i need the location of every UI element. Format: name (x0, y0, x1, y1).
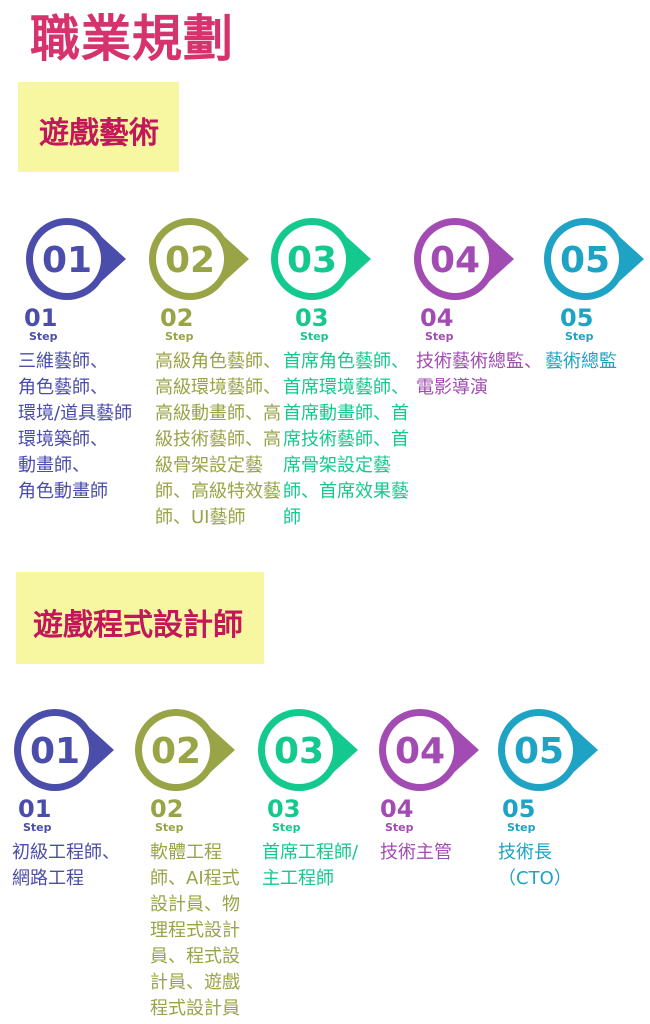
step-label: Step (565, 330, 594, 343)
badge-number: 04 (430, 240, 480, 281)
step-number-art-1: 01 (24, 304, 58, 332)
badge-number: 02 (165, 240, 215, 281)
step-description-programmer-5: 技術長 （CTO） (498, 842, 572, 889)
step-5-badge-icon: 05 (540, 214, 650, 304)
step-5-badge-icon: 05 (494, 705, 620, 795)
step-4-badge-icon: 04 (410, 214, 536, 304)
step-number-programmer-2: 02 (150, 795, 184, 823)
badge-number: 04 (395, 731, 445, 772)
section-banner-programmer: 遊戲程式設計師 (16, 572, 264, 664)
step-label: Step (272, 821, 301, 834)
step-number-art-2: 02 (160, 304, 194, 332)
step-4-badge-icon: 04 (375, 705, 501, 795)
section-banner-art: 遊戲藝術 (18, 82, 179, 172)
step-label: Step (300, 330, 329, 343)
step-number-programmer-4: 04 (380, 795, 414, 823)
step-number-art-3: 03 (295, 304, 329, 332)
step-description-programmer-1: 初級工程師、 網路工程 (12, 842, 120, 889)
step-number-programmer-5: 05 (502, 795, 536, 823)
step-2-badge-icon: 02 (145, 214, 271, 304)
step-description-programmer-3: 首席工程師/ 主工程師 (262, 842, 359, 889)
step-label: Step (385, 821, 414, 834)
step-description-programmer-2: 軟體工程師、AI程式設計員、物理程式設計員、程式設計員、遊戲程式設計員 (150, 842, 240, 1019)
step-label: Step (165, 330, 194, 343)
badge-number: 01 (30, 731, 80, 772)
step-label: Step (29, 330, 58, 343)
step-number-art-4: 04 (420, 304, 454, 332)
badge-number: 05 (514, 731, 564, 772)
step-number-programmer-3: 03 (267, 795, 301, 823)
step-1-badge-icon: 01 (22, 214, 148, 304)
section-title-programmer: 遊戲程式設計師 (33, 608, 243, 643)
step-1-badge-icon: 01 (10, 705, 136, 795)
step-description-art-5: 藝術總監 (545, 351, 617, 372)
step-description-art-2: 高級角色藝師、高級環境藝師、高級動畫師、高級技術藝師、高級骨架設定藝師、高級特效… (155, 351, 281, 528)
page-title: 職業規劃 (30, 10, 234, 68)
step-description-art-3: 首席角色藝師、首席環境藝師、首席動畫師、首席技術藝師、首席骨架設定藝師、首席效果… (283, 351, 409, 528)
section-title-art: 遊戲藝術 (39, 116, 159, 151)
step-label: Step (507, 821, 536, 834)
badge-number: 01 (42, 240, 92, 281)
step-label: Step (23, 821, 52, 834)
badge-number: 02 (151, 731, 201, 772)
step-label: Step (425, 330, 454, 343)
step-2-badge-icon: 02 (131, 705, 257, 795)
step-3-badge-icon: 03 (267, 214, 393, 304)
step-number-programmer-1: 01 (18, 795, 52, 823)
step-3-badge-icon: 03 (254, 705, 380, 795)
step-description-art-4: 技術藝術總監、電影導演 (416, 351, 542, 398)
step-description-programmer-4: 技術主管 (380, 842, 452, 863)
badge-number: 03 (274, 731, 324, 772)
badge-number: 05 (560, 240, 610, 281)
step-description-art-1: 三維藝師、 角色藝師、 環境/道具藝師 環境築師、 動畫師、 角色動畫師 (18, 351, 133, 502)
step-label: Step (155, 821, 184, 834)
badge-number: 03 (287, 240, 337, 281)
step-number-art-5: 05 (560, 304, 594, 332)
